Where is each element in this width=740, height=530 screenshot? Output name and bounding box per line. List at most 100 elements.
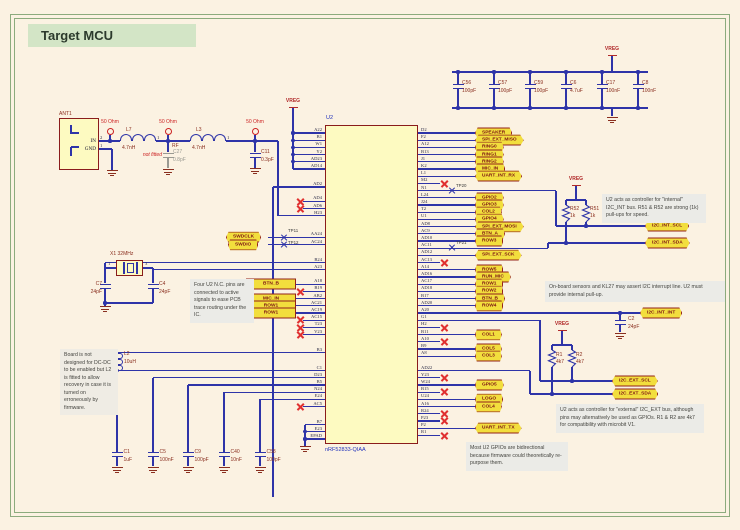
wire bbox=[418, 406, 475, 408]
ic-pin-ball: A23 bbox=[314, 263, 322, 269]
wire bbox=[152, 268, 154, 270]
wire bbox=[290, 283, 325, 285]
crystal-pin-number: 1 bbox=[108, 261, 111, 266]
junction-dot bbox=[291, 138, 295, 142]
wire bbox=[418, 334, 475, 336]
inductor-ref: L2 bbox=[124, 351, 130, 357]
ic-pin-ball: B11 bbox=[421, 328, 429, 334]
capacitor-value: 0.8pF bbox=[173, 157, 186, 163]
antenna-glyph bbox=[70, 147, 72, 156]
resistor-value: 4k7 bbox=[576, 359, 585, 365]
capacitor-symbol bbox=[254, 455, 266, 457]
wire bbox=[418, 370, 530, 372]
wire bbox=[619, 313, 621, 320]
wire bbox=[111, 149, 113, 170]
capacitor-ref: C1 bbox=[123, 449, 130, 455]
ground-symbol bbox=[256, 469, 264, 471]
ic-pin-ball: K2 bbox=[421, 163, 427, 168]
ground-symbol bbox=[106, 170, 118, 172]
junction-dot bbox=[636, 70, 640, 74]
capacitor-ref: C58 bbox=[266, 449, 276, 455]
ground-symbol bbox=[182, 467, 194, 469]
capacitor-ref: C2 bbox=[628, 316, 635, 322]
junction-dot bbox=[303, 430, 307, 434]
capacitor-symbol bbox=[614, 323, 626, 325]
ground-symbol bbox=[108, 172, 116, 174]
wire bbox=[418, 434, 440, 436]
capacitor-ref: C40 bbox=[230, 449, 240, 455]
wire bbox=[611, 56, 613, 72]
sheet-title-tab: Target MCU bbox=[28, 24, 196, 47]
crystal-inner bbox=[127, 263, 134, 273]
wire bbox=[152, 269, 154, 283]
antenna-pin-number: 1 bbox=[100, 143, 103, 148]
wire bbox=[418, 154, 475, 156]
wire bbox=[104, 268, 106, 283]
vreg-power-label: VREG bbox=[604, 46, 620, 52]
ic-pin-ball: B7 bbox=[316, 418, 322, 424]
capacitor-symbol bbox=[218, 452, 230, 454]
wire bbox=[418, 233, 475, 235]
ic-part-number: nRF52833-QIAA bbox=[325, 447, 366, 453]
wire bbox=[548, 242, 645, 244]
capacitor-value: 100pF bbox=[534, 88, 549, 94]
ic-pin-ball: T23 bbox=[314, 321, 322, 327]
ic-pin-ball: AD12 bbox=[421, 249, 433, 255]
capacitor-symbol bbox=[452, 84, 464, 86]
capacitor-symbol bbox=[524, 84, 536, 86]
wire bbox=[105, 267, 116, 269]
antenna-component-body bbox=[59, 118, 99, 170]
wire bbox=[418, 211, 475, 213]
capacitor-ref: C17 bbox=[606, 80, 616, 86]
ground-symbol bbox=[164, 171, 172, 173]
wire bbox=[254, 134, 256, 141]
wire bbox=[529, 370, 531, 394]
ground-symbol bbox=[165, 174, 171, 176]
ic-pin-ball: W24 bbox=[421, 379, 430, 384]
ground-symbol bbox=[614, 333, 626, 335]
ground-symbol bbox=[109, 175, 115, 177]
capacitor-value: 24pF bbox=[90, 289, 102, 295]
ic-pin-ball: AD8 bbox=[421, 220, 430, 226]
ic-pin-ball: A22 bbox=[314, 127, 322, 132]
wire bbox=[530, 393, 612, 395]
junction-dot bbox=[564, 70, 568, 74]
wire bbox=[452, 107, 648, 109]
impedance-marker-ring bbox=[106, 127, 114, 135]
resistor-symbol bbox=[561, 204, 571, 223]
wire bbox=[254, 157, 256, 168]
wire bbox=[268, 244, 325, 246]
wire bbox=[223, 392, 225, 452]
wire bbox=[278, 215, 325, 217]
wire bbox=[619, 325, 621, 332]
wire bbox=[259, 399, 261, 452]
wire bbox=[304, 424, 306, 446]
ground-symbol bbox=[218, 467, 230, 469]
wire bbox=[565, 89, 567, 108]
antenna-ref: ANT1 bbox=[59, 111, 72, 117]
wire bbox=[303, 319, 325, 321]
capacitor-symbol bbox=[182, 452, 194, 454]
wire bbox=[303, 326, 325, 328]
wire bbox=[418, 254, 475, 256]
wire bbox=[493, 72, 495, 84]
note-gpio-bidirectional: Most U2 GPIOs are bidirectional because … bbox=[466, 442, 568, 471]
wire bbox=[418, 226, 475, 228]
note-dcdc: Board is not designed for DC-DC to be en… bbox=[60, 349, 118, 416]
ic-pin-ball: P23 bbox=[421, 415, 429, 420]
ic-pin-ball: AD2 bbox=[313, 181, 322, 186]
wire bbox=[493, 89, 495, 108]
note-nc-pins: Four U2 N.C. pins are connected to activ… bbox=[190, 279, 254, 323]
wire bbox=[143, 267, 153, 269]
ic-pin-ball: AC19 bbox=[311, 307, 322, 312]
wire bbox=[565, 200, 567, 205]
ic-pin-ball: AD10 bbox=[421, 235, 433, 240]
wire bbox=[105, 302, 153, 304]
wire bbox=[418, 377, 440, 379]
ic-pin-ball: U1 bbox=[421, 213, 427, 219]
inductor-ref: L7 bbox=[126, 127, 132, 133]
capacitor-symbol bbox=[254, 452, 266, 454]
capacitor-value: 100nF bbox=[642, 88, 657, 94]
crystal-pin-number: 3 bbox=[145, 261, 148, 266]
